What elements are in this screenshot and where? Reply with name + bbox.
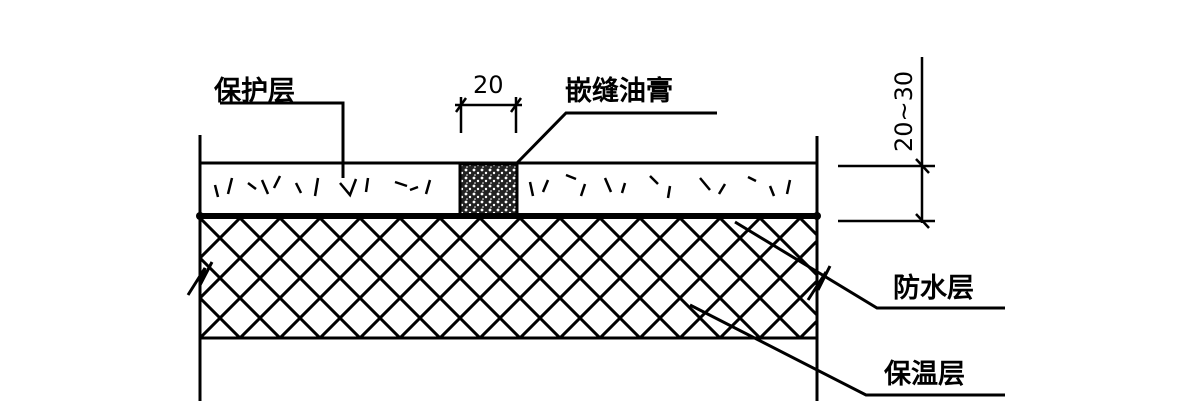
label-insulation-layer: 保温层	[883, 359, 965, 390]
insulation-hatch	[200, 218, 817, 338]
dim-joint-width: 20	[473, 71, 504, 99]
label-waterproof-layer: 防水层	[893, 273, 974, 304]
label-joint-sealant: 嵌缝油膏	[565, 75, 673, 107]
break-mark-left	[186, 261, 214, 296]
leader-waterproof-layer	[734, 220, 1005, 310]
leader-insulation-layer	[689, 303, 1005, 397]
dim-thickness-lines	[838, 57, 935, 229]
concrete-texture	[213, 173, 792, 199]
joint-sealant-fill	[458, 162, 519, 217]
dim-joint-width-lines	[454, 97, 523, 133]
break-mark-right	[806, 265, 832, 301]
dim-protective-thickness: 20~30	[890, 71, 918, 152]
leader-protective-layer	[220, 101, 345, 178]
leader-joint-sealant	[513, 111, 717, 167]
